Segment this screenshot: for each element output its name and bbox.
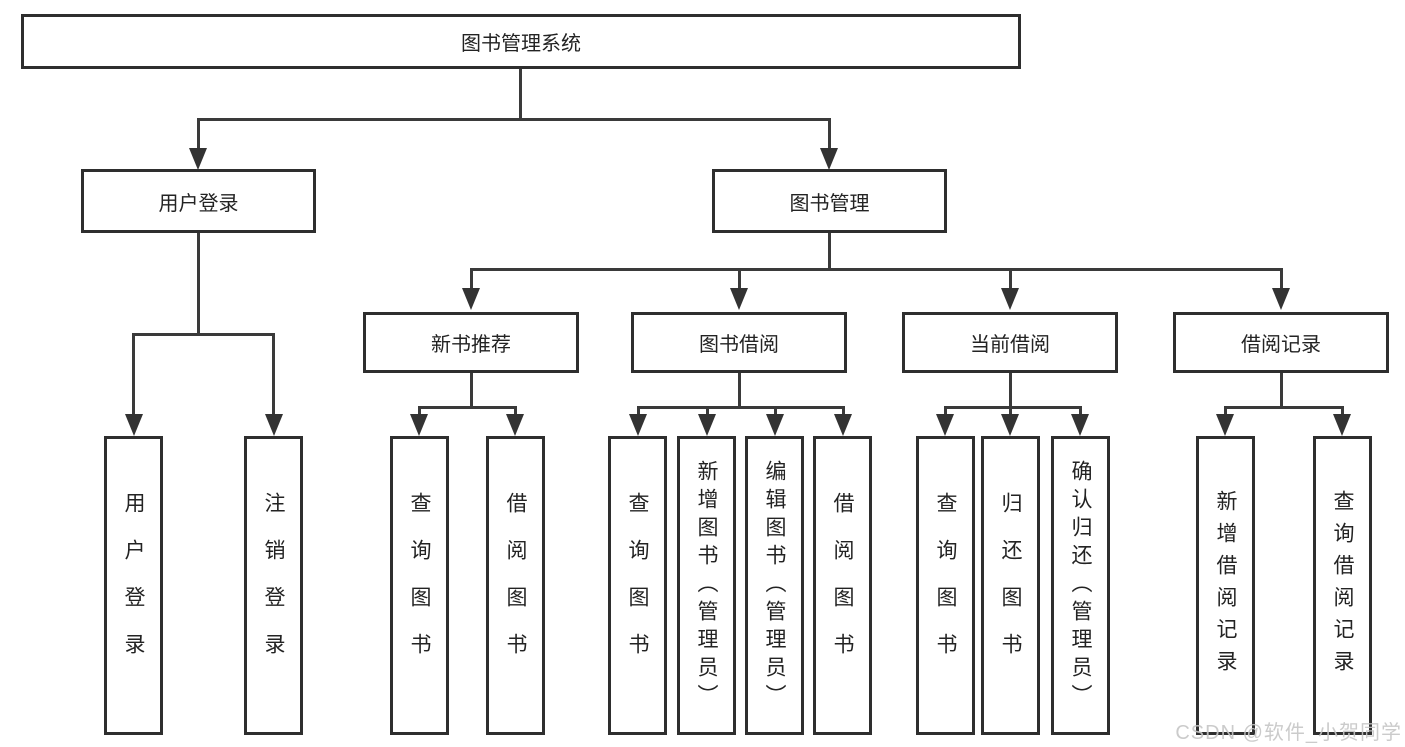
node-label: 查询图书 xyxy=(934,491,957,680)
arrow-down-icon xyxy=(1071,414,1089,436)
node-label: 借阅图书 xyxy=(504,491,527,680)
node-label: 编辑图书（管理员） xyxy=(763,459,786,712)
connector-line xyxy=(272,333,275,414)
node-label: 用户登录 xyxy=(122,491,145,680)
connector-line xyxy=(132,333,275,336)
connector-line xyxy=(470,268,1283,271)
node-label: 查询图书 xyxy=(626,491,649,680)
connector-line xyxy=(1009,373,1012,409)
node-label: 确认归还（管理员） xyxy=(1069,459,1092,712)
node-label: 新增图书（管理员） xyxy=(695,459,718,712)
arrow-down-icon xyxy=(1333,414,1351,436)
arrow-down-icon xyxy=(629,414,647,436)
node-label: 查询图书 xyxy=(408,491,431,680)
leaf-borrow-books: 借阅图书 xyxy=(813,436,872,735)
node-new-book-recommendation: 新书推荐 xyxy=(363,312,579,373)
connector-line xyxy=(470,373,473,409)
connector-line xyxy=(828,118,831,150)
leaf-query-books: 查询图书 xyxy=(608,436,667,735)
arrow-down-icon xyxy=(265,414,283,436)
arrow-down-icon xyxy=(1001,414,1019,436)
connector-line xyxy=(197,233,200,336)
connector-line xyxy=(944,406,1082,409)
arrow-down-icon xyxy=(834,414,852,436)
connector-line xyxy=(842,406,845,416)
node-current-borrowing: 当前借阅 xyxy=(902,312,1118,373)
leaf-add-books-admin: 新增图书（管理员） xyxy=(677,436,736,735)
connector-line xyxy=(706,406,709,416)
arrow-down-icon xyxy=(1272,288,1290,310)
node-label: 用户登录 xyxy=(158,192,239,215)
connector-line xyxy=(197,118,200,150)
node-label: 注销登录 xyxy=(262,491,285,680)
arrow-down-icon xyxy=(462,288,480,310)
connector-line xyxy=(944,406,947,416)
node-label: 查询借阅记录 xyxy=(1331,489,1354,682)
node-book-borrowing: 图书借阅 xyxy=(631,312,847,373)
node-book-management: 图书管理 xyxy=(712,169,947,233)
connector-line xyxy=(1224,406,1344,409)
arrow-down-icon xyxy=(1001,288,1019,310)
node-label: 当前借阅 xyxy=(970,334,1050,356)
connector-line xyxy=(738,373,741,409)
arrow-down-icon xyxy=(698,414,716,436)
connector-line xyxy=(1079,406,1082,416)
leaf-query-books: 查询图书 xyxy=(390,436,449,735)
arrow-down-icon xyxy=(730,288,748,310)
connector-line xyxy=(1009,268,1012,290)
connector-line xyxy=(1341,406,1344,416)
leaf-return-books: 归还图书 xyxy=(981,436,1040,735)
node-label: 图书管理 xyxy=(789,192,870,215)
leaf-add-borrow-record: 新增借阅记录 xyxy=(1196,436,1255,735)
arrow-down-icon xyxy=(820,148,838,170)
leaf-user-login: 用户登录 xyxy=(104,436,163,735)
node-user-login: 用户登录 xyxy=(81,169,316,233)
node-label: 借阅记录 xyxy=(1241,334,1321,356)
connector-line xyxy=(132,333,135,414)
connector-line xyxy=(738,268,741,290)
arrow-down-icon xyxy=(766,414,784,436)
connector-line xyxy=(828,233,831,271)
connector-line xyxy=(637,406,640,416)
connector-line xyxy=(774,406,777,416)
leaf-borrow-books: 借阅图书 xyxy=(486,436,545,735)
csdn-watermark: CSDN @软件_小贺同学 xyxy=(1175,722,1402,744)
arrow-down-icon xyxy=(506,414,524,436)
node-borrowing-records: 借阅记录 xyxy=(1173,312,1389,373)
connector-line xyxy=(514,406,517,416)
leaf-query-borrow-record: 查询借阅记录 xyxy=(1313,436,1372,735)
node-label: 新增借阅记录 xyxy=(1214,489,1237,682)
leaf-confirm-return-admin: 确认归还（管理员） xyxy=(1051,436,1110,735)
arrow-down-icon xyxy=(410,414,428,436)
node-label: 归还图书 xyxy=(999,491,1022,680)
connector-line xyxy=(470,268,473,290)
connector-line xyxy=(418,406,421,416)
arrow-down-icon xyxy=(189,148,207,170)
connector-line xyxy=(1224,406,1227,416)
arrow-down-icon xyxy=(125,414,143,436)
node-label: 新书推荐 xyxy=(431,334,511,356)
leaf-edit-books-admin: 编辑图书（管理员） xyxy=(745,436,804,735)
connector-line xyxy=(1280,268,1283,290)
connector-line xyxy=(197,118,831,121)
connector-line xyxy=(1009,406,1012,416)
leaf-query-books: 查询图书 xyxy=(916,436,975,735)
connector-line xyxy=(637,406,845,409)
node-label: 借阅图书 xyxy=(831,491,854,680)
arrow-down-icon xyxy=(936,414,954,436)
node-label: 图书借阅 xyxy=(699,334,779,356)
leaf-logout: 注销登录 xyxy=(244,436,303,735)
node-library-management-system: 图书管理系统 xyxy=(21,14,1021,69)
connector-line xyxy=(418,406,517,409)
node-label: 图书管理系统 xyxy=(461,33,581,55)
connector-line xyxy=(1280,373,1283,409)
arrow-down-icon xyxy=(1216,414,1234,436)
connector-line xyxy=(519,69,522,120)
